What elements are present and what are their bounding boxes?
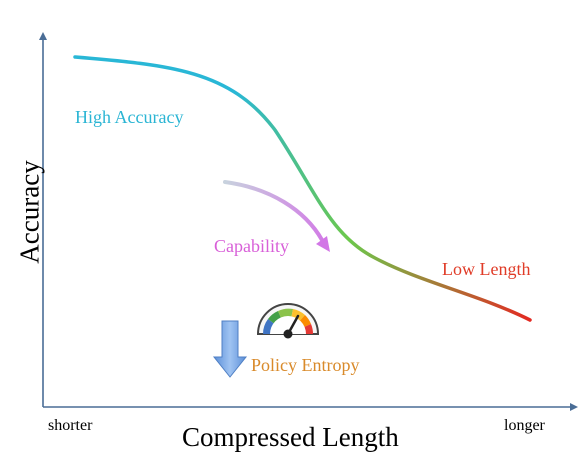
capability-label: Capability: [214, 236, 289, 256]
x-axis-label: Compressed Length: [182, 422, 399, 452]
y-axis-label: Accuracy: [14, 160, 45, 264]
down-arrow-icon: [212, 320, 248, 378]
high-accuracy-label: High Accuracy: [75, 107, 184, 127]
gauge-icon: [256, 303, 320, 339]
curved-arrow-icon: [223, 180, 330, 252]
x-axis-min-label: shorter: [48, 417, 93, 434]
accuracy-length-curve: [73, 55, 532, 322]
low-length-label: Low Length: [442, 259, 531, 279]
axes: [39, 32, 578, 411]
policy-entropy-label: Policy Entropy: [251, 355, 360, 375]
x-axis-max-label: longer: [504, 417, 545, 434]
